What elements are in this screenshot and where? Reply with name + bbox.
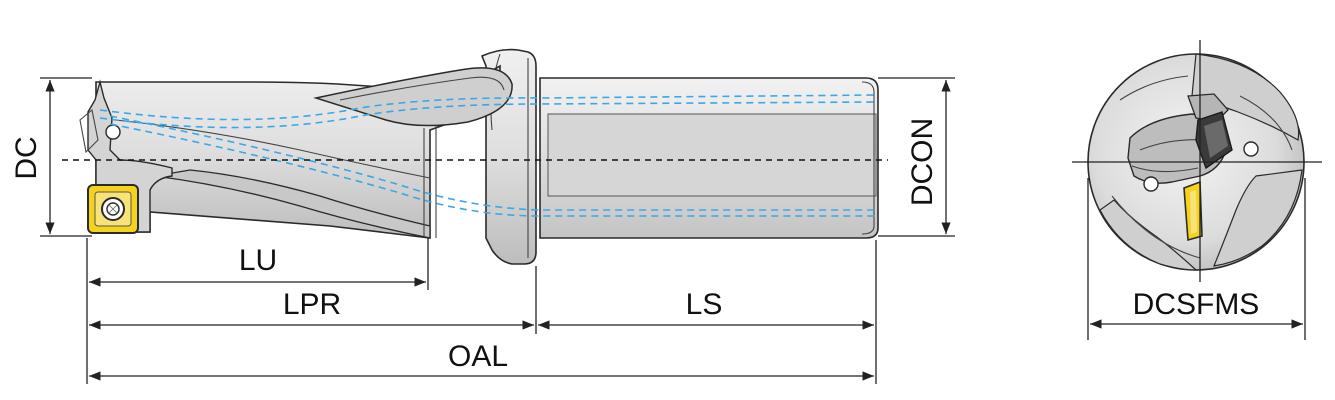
coolant-hole-side (105, 124, 121, 140)
ls-label: LS (686, 288, 723, 321)
oal-label: OAL (448, 340, 508, 373)
dcon-label: DCON (906, 118, 939, 206)
end-coolant-hole-2 (1143, 176, 1159, 192)
flute-lobe-right (1213, 169, 1303, 267)
dc-label: DC (10, 136, 43, 179)
drill-side-view (62, 48, 888, 265)
square-insert (87, 184, 139, 234)
drill-end-view: DCSFMS (1072, 40, 1322, 340)
shank-flat (547, 113, 877, 197)
end-coolant-hole-1 (1243, 141, 1259, 157)
coolant-channels (99, 94, 877, 217)
lpr-label: LPR (283, 288, 341, 321)
flute-upper (313, 67, 513, 127)
dcsfms-label: DCSFMS (1133, 288, 1260, 321)
flute-lower (154, 169, 431, 239)
dimensions-side: DC DCON LU LPR LS OAL (10, 77, 955, 384)
lu-label: LU (239, 244, 277, 277)
